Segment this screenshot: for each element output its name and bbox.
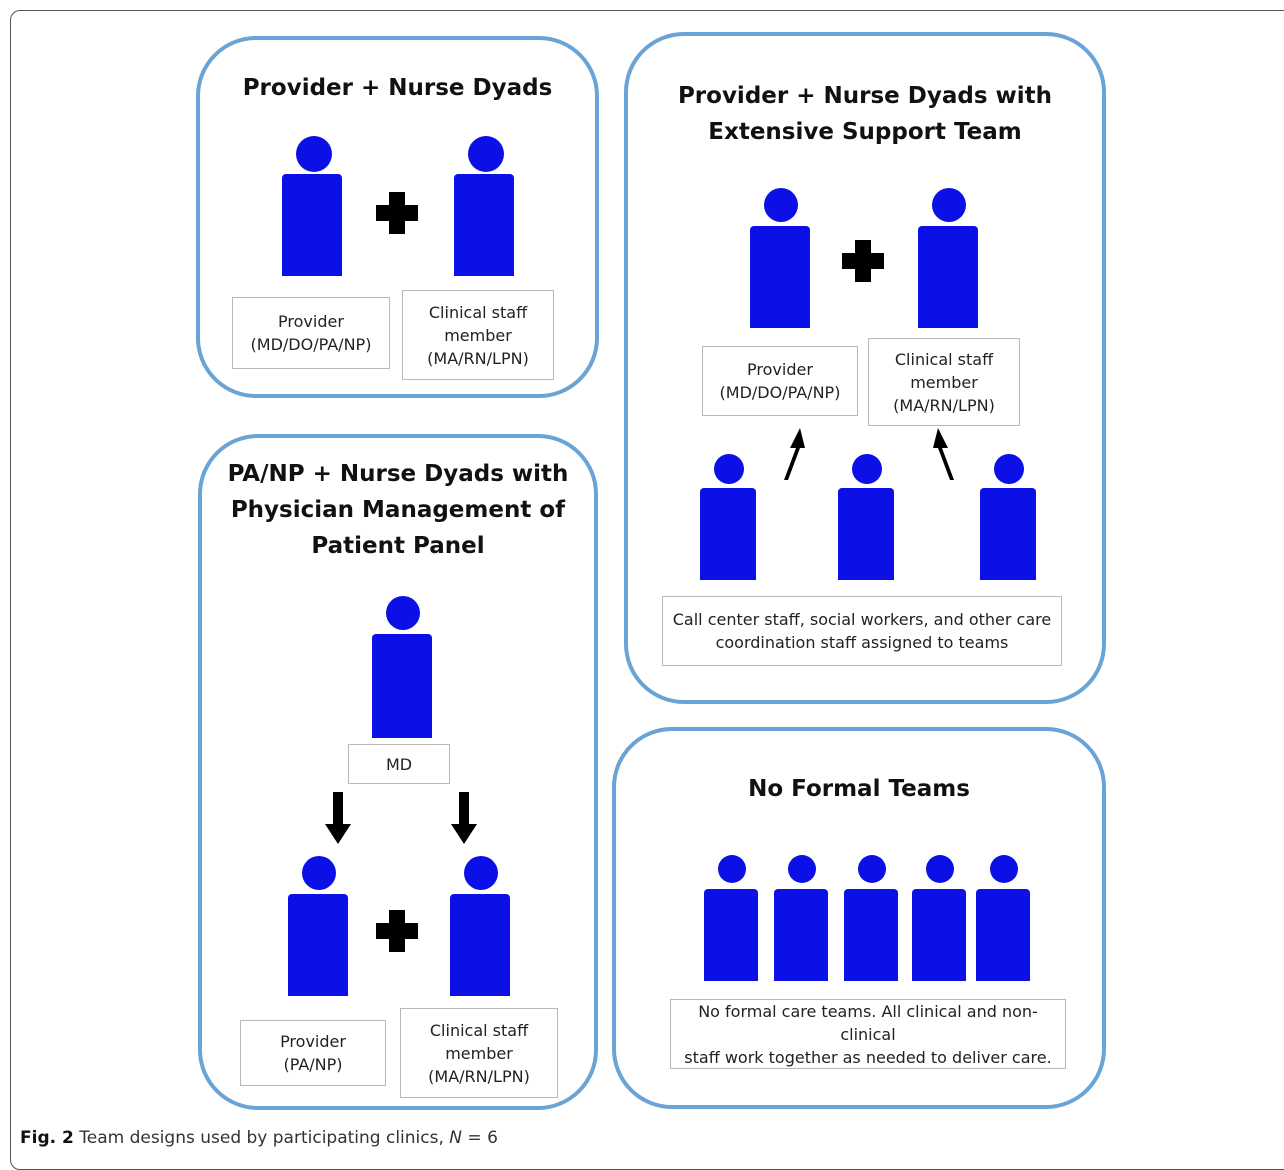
staff-label: Clinical staff member (MA/RN/LPN) <box>427 302 529 368</box>
panel-extensive-support-team: Provider + Nurse Dyads with Extensive Su… <box>624 32 1106 704</box>
md-label: MD <box>385 754 413 774</box>
figure-number: Fig. 2 <box>20 1128 74 1148</box>
panel-title: Provider + Nurse Dyads with Extensive Su… <box>677 83 1053 145</box>
provider-label-box: Provider (MD/DO/PA/NP) <box>232 297 390 369</box>
plus-icon <box>376 192 418 234</box>
staff-label-box: Clinical staff member (MA/RN/LPN) <box>868 338 1020 426</box>
panel-provider-nurse-dyads: Provider + Nurse Dyads Provider (MD/DO/P… <box>196 36 599 398</box>
description-label: No formal care teams. All clinical and n… <box>684 1001 1052 1067</box>
description-box: No formal care teams. All clinical and n… <box>670 999 1066 1069</box>
caption-n-variable: N <box>449 1128 463 1148</box>
panel-title: Provider + Nurse Dyads <box>242 75 553 101</box>
team-label: Call center staff, social workers, and o… <box>672 610 1052 652</box>
down-arrow-icon <box>325 792 351 844</box>
plus-icon <box>376 910 418 952</box>
panel-physician-management: PA/NP + Nurse Dyads with Physician Manag… <box>198 434 598 1110</box>
caption-n-value: = 6 <box>462 1128 498 1148</box>
down-arrow-icon <box>451 792 477 844</box>
provider-label: Provider (MD/DO/PA/NP) <box>250 312 372 354</box>
panel-title: No Formal Teams <box>748 776 970 802</box>
staff-label: Clinical staff member (MA/RN/LPN) <box>428 1020 530 1086</box>
staff-label: Clinical staff member (MA/RN/LPN) <box>893 349 995 415</box>
caption-text: Team designs used by participating clini… <box>79 1128 444 1148</box>
staff-label-box: Clinical staff member (MA/RN/LPN) <box>400 1008 558 1098</box>
up-arrow-icon <box>933 428 954 480</box>
panel-no-formal-teams: No Formal Teams No formal care teams. Al… <box>612 727 1106 1109</box>
figure-caption: Fig. 2 Team designs used by participatin… <box>20 1128 498 1148</box>
provider-label-box: Provider (PA/NP) <box>240 1020 386 1086</box>
plus-icon <box>842 240 884 282</box>
staff-label-box: Clinical staff member (MA/RN/LPN) <box>402 290 554 380</box>
panel-title: PA/NP + Nurse Dyads with Physician Manag… <box>227 461 569 559</box>
provider-label-box: Provider (MD/DO/PA/NP) <box>702 346 858 416</box>
provider-label: Provider (PA/NP) <box>280 1032 346 1074</box>
md-label-box: MD <box>348 744 450 784</box>
provider-label: Provider (MD/DO/PA/NP) <box>719 360 841 402</box>
up-arrow-icon <box>784 428 805 480</box>
team-label-box: Call center staff, social workers, and o… <box>662 596 1062 666</box>
